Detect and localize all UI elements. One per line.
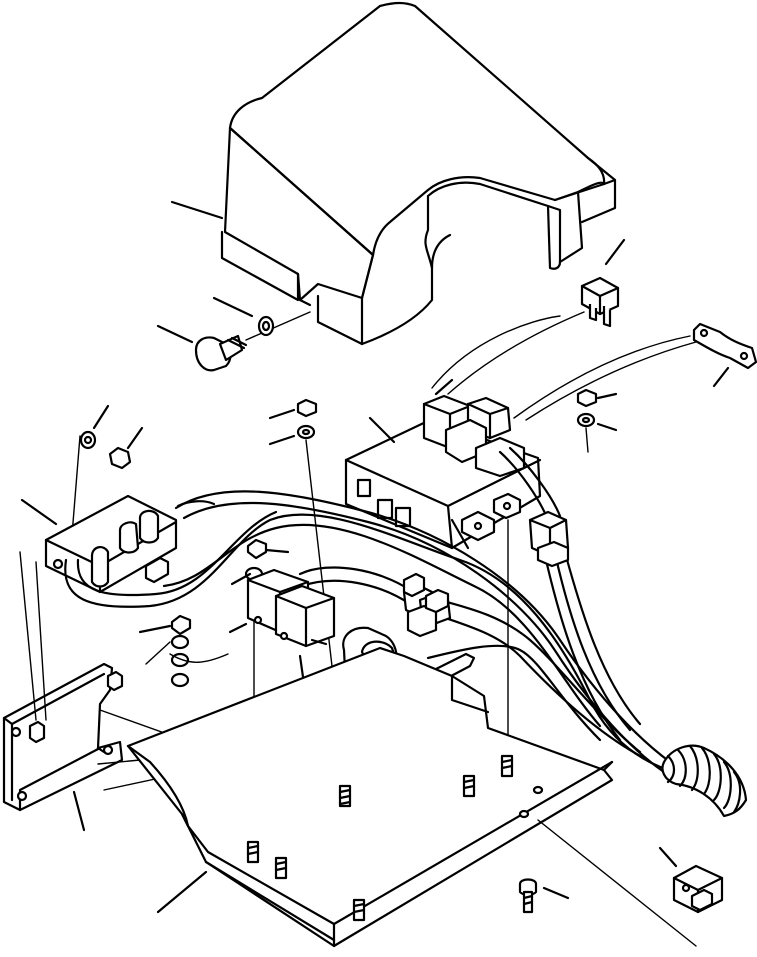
- leader-lines: [92, 392, 618, 665]
- corrugated-tube-icon: [661, 744, 748, 818]
- nut-icon: [79, 388, 598, 688]
- bolt-icon: [246, 754, 538, 922]
- relay-icon: [246, 568, 336, 648]
- leader-lines: [20, 498, 58, 526]
- plate-icon: [126, 646, 614, 948]
- washer-icon: [257, 315, 275, 337]
- wire-harness: [431, 311, 697, 421]
- leader-lines: [542, 886, 570, 900]
- leader-lines: [658, 846, 678, 868]
- bracket-icon: [2, 662, 124, 812]
- leader-lines: [156, 819, 697, 947]
- controller-icon: [344, 394, 542, 550]
- fuse-icon: [580, 276, 620, 328]
- box-cover-icon: [220, 1, 617, 346]
- leader-lines: [368, 378, 470, 550]
- harness-icon: [64, 446, 672, 774]
- clamp-icon: [692, 322, 757, 370]
- connector-icon: [402, 510, 570, 638]
- knob-screw-icon: [194, 311, 311, 372]
- leader-lines: [156, 200, 730, 388]
- clip-icon: [672, 864, 724, 914]
